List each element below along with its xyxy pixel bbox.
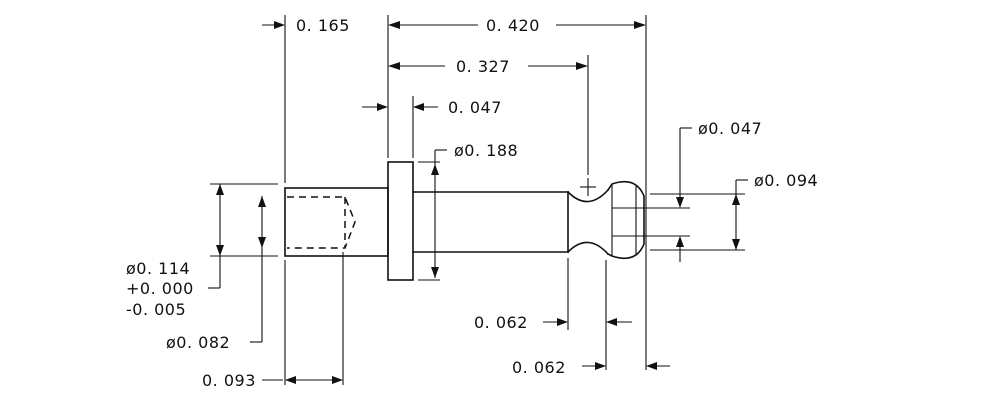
dim-0093: 0. 093 <box>202 371 343 390</box>
dim-0062-groove-label: 0. 062 <box>474 313 528 332</box>
dim-dia-0114-tol-plus: +0. 000 <box>126 279 194 298</box>
dim-dia-0188: ø0. 188 <box>431 141 518 278</box>
dim-dia-0047-label: ø0. 047 <box>698 119 762 138</box>
groove-bottom <box>566 241 610 256</box>
dim-0420-label: 0. 420 <box>486 16 540 35</box>
dim-0165-label: 0. 165 <box>296 16 350 35</box>
dim-dia-0188-label: ø0. 188 <box>454 141 518 160</box>
dim-0093-label: 0. 093 <box>202 371 256 390</box>
dim-0062-tip-label: 0. 062 <box>512 358 566 377</box>
dim-dia-0114: ø0. 114 +0. 000 -0. 005 <box>126 184 224 319</box>
rounded-tip <box>606 180 645 260</box>
dim-0420: 0. 420 <box>388 16 646 35</box>
hidden-bore <box>287 196 356 249</box>
extension-lines <box>210 15 745 385</box>
dim-dia-0114-label: ø0. 114 <box>126 259 190 278</box>
left-cylinder <box>284 187 389 257</box>
dim-dia-0082-label: ø0. 082 <box>166 333 230 352</box>
dim-0062-groove: 0. 062 <box>474 313 632 332</box>
dim-0327-label: 0. 327 <box>456 57 510 76</box>
dim-0047: 0. 047 <box>362 98 502 117</box>
dim-dia-0094-label: ø0. 094 <box>754 171 818 190</box>
dim-0047-label: 0. 047 <box>448 98 502 117</box>
dim-dia-0047: ø0. 047 <box>676 119 762 262</box>
dim-dia-0082: ø0. 082 <box>166 196 266 352</box>
dim-dia-0114-tol-minus: -0. 005 <box>126 300 186 319</box>
groove-top <box>566 188 610 203</box>
dim-0327: 0. 327 <box>388 57 588 76</box>
dim-dia-0094: ø0. 094 <box>732 171 818 250</box>
dim-0062-tip: 0. 062 <box>512 358 670 377</box>
collar-flange <box>387 161 414 281</box>
part-outline <box>284 161 645 281</box>
dim-0165: 0. 165 <box>262 16 350 35</box>
